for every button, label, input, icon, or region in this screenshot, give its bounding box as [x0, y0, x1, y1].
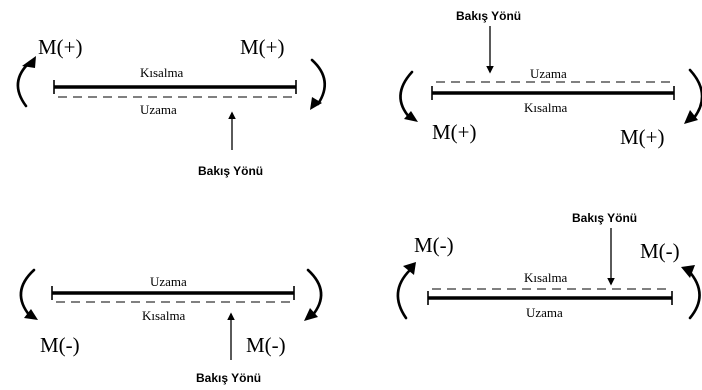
- moment-left-arrow: [399, 70, 414, 120]
- moment-left-arrowhead: [403, 262, 416, 275]
- diagram-negative-moment-view-from-above: Bakış Yönü M(-) M(-) Kısalma Uzama: [396, 211, 701, 320]
- moment-left-label: M(+): [38, 35, 83, 59]
- moment-left-arrowhead: [404, 111, 418, 122]
- moment-right-arrowhead: [684, 110, 698, 124]
- view-direction-label: Bakış Yönü: [456, 9, 521, 23]
- moment-right-arrow: [306, 268, 323, 318]
- moment-right-label: M(+): [240, 35, 285, 59]
- moment-right-label: M(-): [246, 333, 286, 357]
- moment-right-arrowhead: [681, 265, 695, 278]
- view-direction-label: Bakış Yönü: [196, 371, 261, 385]
- moment-right-label: M(+): [620, 125, 665, 149]
- moment-left-label: M(-): [414, 233, 454, 257]
- bottom-zone-label: Kısalma: [142, 308, 186, 323]
- view-direction-label: Bakış Yönü: [198, 164, 263, 178]
- top-zone-label: Kısalma: [524, 270, 568, 285]
- bottom-zone-label: Uzama: [526, 305, 563, 320]
- bottom-zone-label: Uzama: [140, 102, 177, 117]
- moment-right-arrow: [310, 58, 326, 106]
- moment-left-arrowhead: [22, 56, 36, 68]
- moment-left-label: M(+): [432, 120, 477, 144]
- moment-left-arrow: [396, 268, 412, 320]
- moment-right-arrowhead: [304, 308, 318, 321]
- diagram-positive-moment-view-from-above: Bakış Yönü Uzama Kısalma M(+) M(+): [399, 9, 702, 149]
- moment-left-label: M(-): [40, 333, 80, 357]
- diagram-negative-moment-view-from-below: Uzama Kısalma M(-) M(-) Bakış Yönü: [19, 268, 323, 385]
- diagram-positive-moment-view-from-below: M(+) M(+) Kısalma Uzama Bakış Yönü: [16, 35, 326, 178]
- view-direction-label: Bakış Yönü: [572, 211, 637, 225]
- moment-left-arrow: [19, 268, 36, 318]
- bottom-zone-label: Kısalma: [524, 100, 568, 115]
- moment-right-label: M(-): [640, 239, 680, 263]
- top-zone-label: Uzama: [530, 66, 567, 81]
- moment-right-arrow: [688, 68, 702, 120]
- moment-left-arrowhead: [24, 309, 38, 320]
- top-zone-label: Uzama: [150, 274, 187, 289]
- moment-left-arrow: [16, 60, 32, 108]
- moment-right-arrowhead: [310, 97, 322, 110]
- top-zone-label: Kısalma: [140, 65, 184, 80]
